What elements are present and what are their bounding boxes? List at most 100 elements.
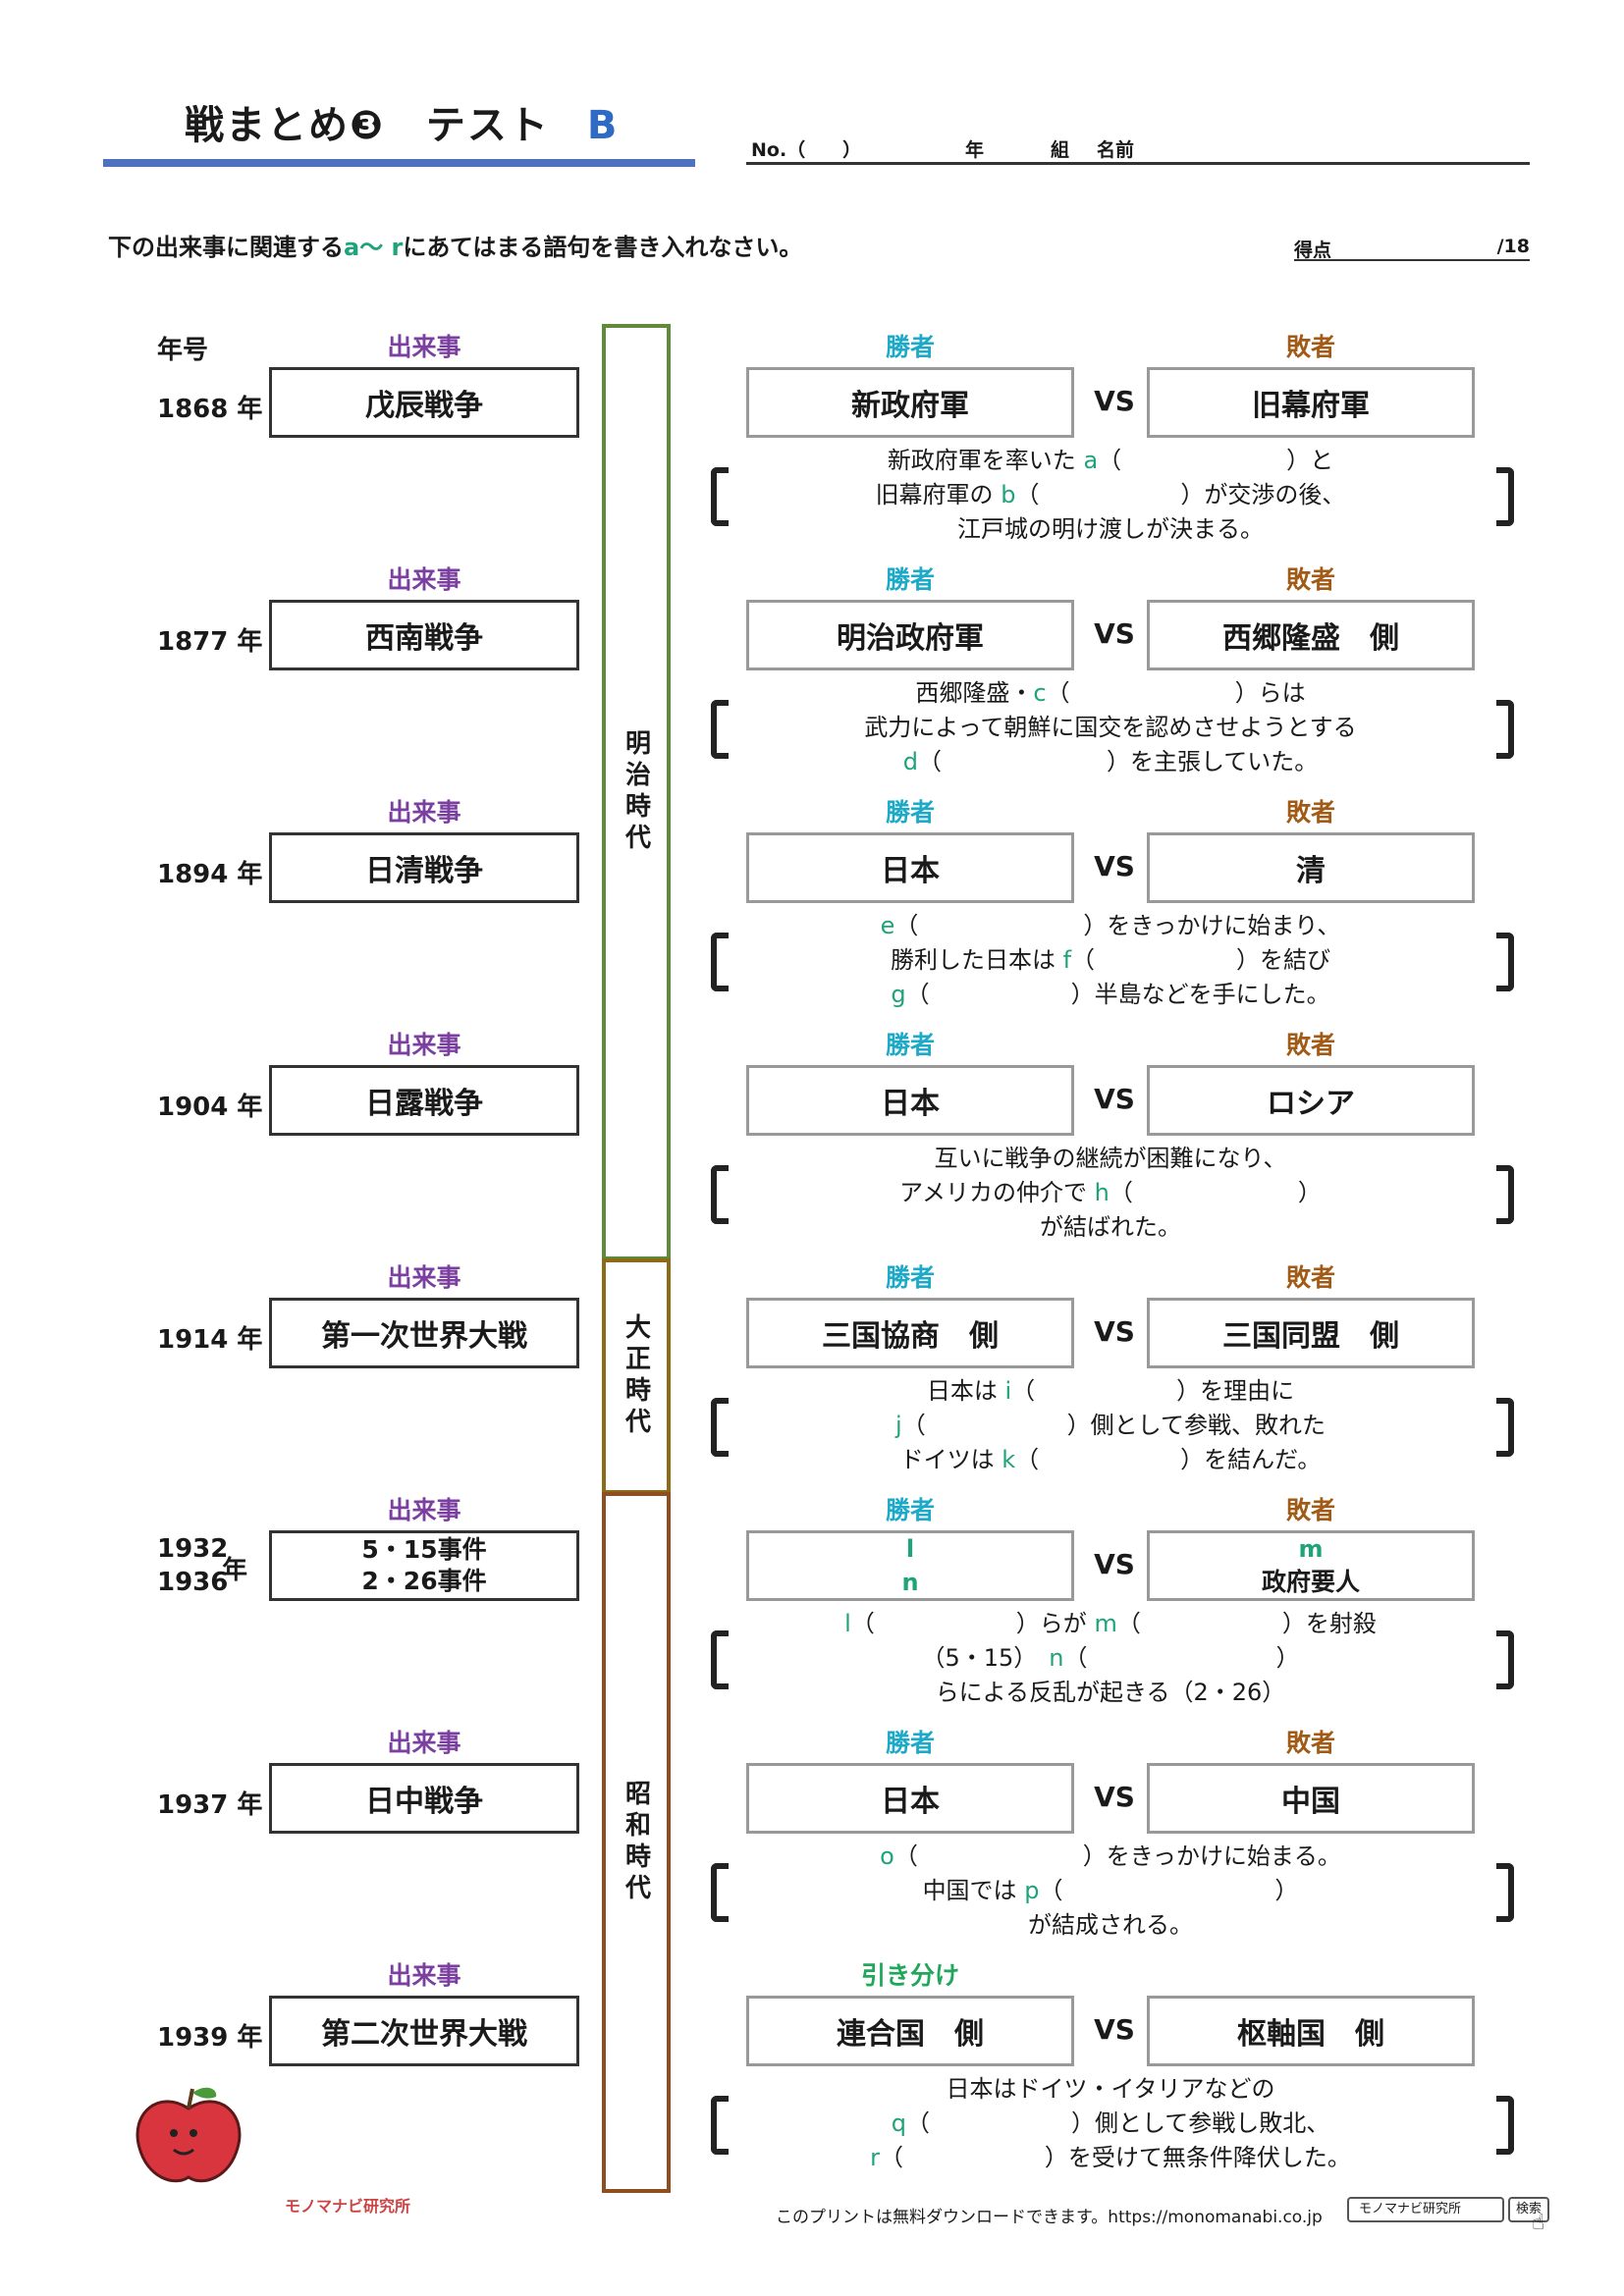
winner-box: 明治政府軍 (746, 600, 1074, 670)
era-meiji: 明治時代 (602, 324, 671, 1260)
desc-line: o（ ）をきっかけに始まる。 (746, 1840, 1475, 1874)
answer-letter: a (1083, 447, 1099, 474)
desc-text: （ ）と (1098, 447, 1334, 474)
desc-line: が結ばれた。 (746, 1210, 1475, 1245)
loser-head: 敗者 (1285, 565, 1335, 594)
era-taisho: 大正時代 (602, 1258, 671, 1494)
right-bracket (1496, 467, 1514, 526)
loser-box: ロシア (1147, 1065, 1475, 1136)
desc-text: 中国では (922, 1877, 1025, 1904)
answer-letter: p (1024, 1877, 1040, 1904)
desc-line: 互いに戦争の継続が困難になり、 (746, 1142, 1475, 1176)
desc-line: アメリカの仲介で h（ ） (746, 1176, 1475, 1210)
desc-text: （ ） (1109, 1179, 1322, 1206)
instruction-post: にあてはまる語句を書き入れなさい。 (403, 234, 803, 261)
loser-box: 枢軸国 側 (1147, 1996, 1475, 2066)
right-bracket (1496, 700, 1514, 759)
loser-name: 旧幕府軍 (1252, 389, 1370, 423)
desc-text: （ ） (1063, 1644, 1300, 1672)
winner-head: 勝者 (885, 1729, 935, 1757)
desc-line: 江戸城の明け渡しが決まる。 (746, 512, 1475, 547)
score-field[interactable]: 得点 /18 (1294, 236, 1530, 261)
winner-box: 連合国 側 (746, 1996, 1074, 2066)
winner-name: 新政府軍 (851, 389, 969, 423)
event-name-box: 日露戦争 (269, 1065, 579, 1136)
desc-text: 西郷隆盛・ (915, 679, 1034, 707)
left-bracket (711, 1630, 729, 1689)
event-name-box: 戊辰戦争 (269, 367, 579, 438)
instruction: 下の出来事に関連するa〜 rにあてはまる語句を書き入れなさい。 (108, 228, 802, 262)
loser-name: 枢軸国 側 (1237, 2017, 1384, 2052)
event-description: o（ ）をきっかけに始まる。中国では p（ ）が結成される。 (746, 1840, 1475, 1943)
right-bracket (1496, 2096, 1514, 2155)
event-head: 出来事 (387, 1729, 461, 1757)
event-year: 1877 年 (157, 627, 263, 657)
desc-line: q（ ）側として参戦し敗北、 (746, 2107, 1475, 2141)
event-head: 出来事 (387, 798, 461, 827)
desc-text: 新政府軍を率いた (887, 447, 1084, 474)
winner-box: 日本 (746, 832, 1074, 903)
brand-logo: モノマナビ研究所 (285, 2197, 411, 2216)
loser-head: 敗者 (1285, 1496, 1335, 1524)
draw-head: 引き分け (860, 1961, 959, 1990)
info-underline (746, 162, 1530, 165)
desc-text: （ ）を結んだ。 (1015, 1446, 1322, 1473)
class-label: 組 (1051, 139, 1070, 161)
title-text: 戦まとめ❸ テスト (185, 103, 550, 148)
desc-text: （ ）を結び (1071, 946, 1331, 974)
desc-line: らによる反乱が起きる（2・26） (746, 1676, 1475, 1710)
winner-name: 日本 (881, 1087, 940, 1121)
loser-name-b: 政府要人 (1261, 1568, 1360, 1596)
answer-letter: j (895, 1412, 902, 1439)
left-bracket (711, 1863, 729, 1922)
desc-line: d（ ）を主張していた。 (746, 745, 1475, 779)
event-head: 出来事 (387, 1496, 461, 1524)
winner-head: 勝者 (885, 565, 935, 594)
number-label: No.（ ） (751, 139, 862, 161)
event-name-box: 第二次世界大戦 (269, 1996, 579, 2066)
event-year-b: 1936 (157, 1568, 229, 1597)
loser-box: 三国同盟 側 (1147, 1298, 1475, 1368)
left-bracket (711, 1398, 729, 1457)
desc-line: g（ ）半島などを手にした。 (746, 978, 1475, 1012)
desc-text: （ ）を受けて無条件降伏した。 (879, 2144, 1351, 2171)
desc-line: l（ ）らが m（ ）を射殺 (746, 1607, 1475, 1641)
winner-box: 日本 (746, 1065, 1074, 1136)
event-year: 1937 年 (157, 1790, 263, 1820)
desc-line: が結成される。 (746, 1908, 1475, 1943)
desc-line: 日本は i（ ）を理由に (746, 1374, 1475, 1409)
desc-text: （ ）が交渉の後、 (1015, 481, 1346, 508)
event-description: 互いに戦争の継続が困難になり、アメリカの仲介で h（ ）が結ばれた。 (746, 1142, 1475, 1245)
event-name: 日中戦争 (365, 1785, 483, 1819)
footer-search-button[interactable]: 検索 (1508, 2197, 1549, 2222)
desc-line: e（ ）をきっかけに始まり、 (746, 909, 1475, 943)
desc-text: （ ）らは (1046, 679, 1306, 707)
right-bracket (1496, 1863, 1514, 1922)
desc-text: 互いに戦争の継続が困難になり、 (934, 1145, 1287, 1172)
footer-search-box[interactable]: モノマナビ研究所 (1347, 2197, 1504, 2222)
desc-line: 勝利した日本は f（ ）を結び (746, 943, 1475, 978)
answer-letter: m (1094, 1610, 1117, 1637)
event-year: 1894 年 (157, 860, 263, 889)
desc-text: （ ）らが (850, 1610, 1095, 1637)
left-bracket (711, 1165, 729, 1224)
desc-text: アメリカの仲介で (899, 1179, 1095, 1206)
year-label: 年 (965, 139, 985, 161)
loser-name: ロシア (1267, 1087, 1355, 1121)
loser-box: 清 (1147, 832, 1475, 903)
desc-line: j（ ）側として参戦、敗れた (746, 1409, 1475, 1443)
answer-letter: r (870, 2144, 880, 2171)
desc-text: らによる反乱が起きる（2・26） (935, 1679, 1286, 1706)
era-showa: 昭和時代 (602, 1492, 671, 2193)
vs-label: VS (1094, 617, 1135, 650)
desc-text: （ ）を理由に (1011, 1377, 1295, 1405)
event-head: 出来事 (387, 333, 461, 361)
event-name-box: 日清戦争 (269, 832, 579, 903)
year-column-head: 年号 (157, 336, 209, 365)
desc-line: r（ ）を受けて無条件降伏した。 (746, 2141, 1475, 2175)
